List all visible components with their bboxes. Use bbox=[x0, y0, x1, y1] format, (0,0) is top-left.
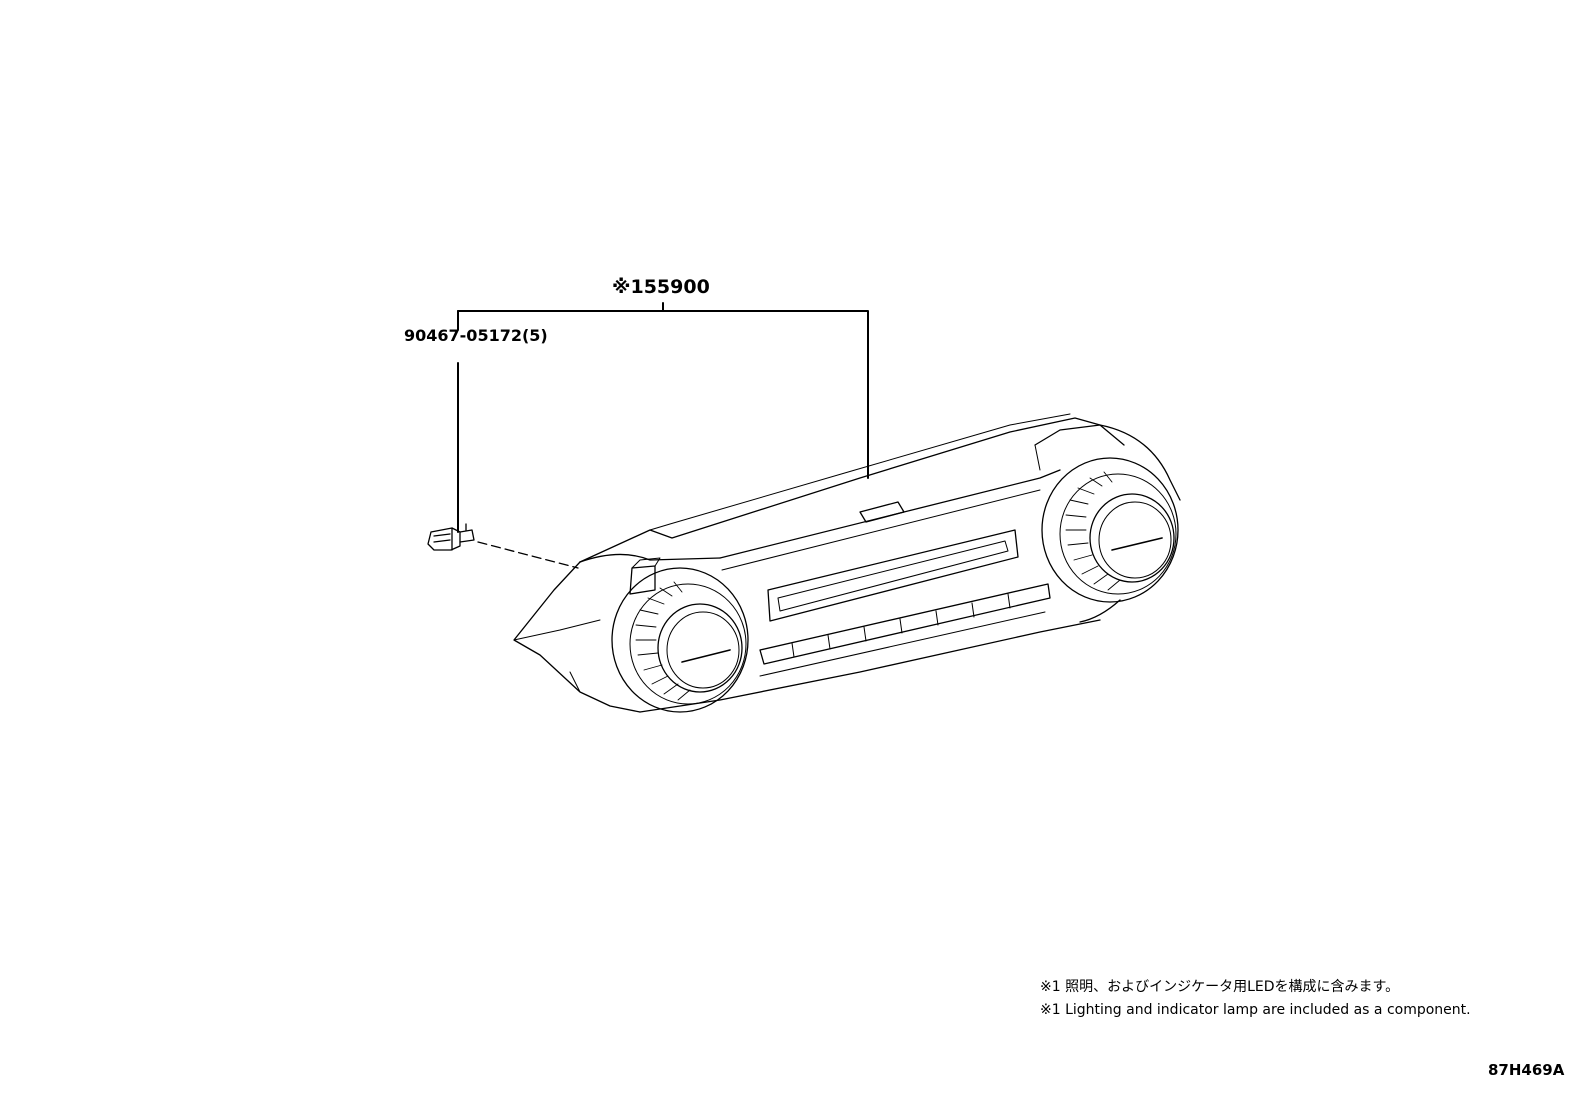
footnote-english: ※1 Lighting and indicator lamp are inclu… bbox=[1040, 1002, 1471, 1018]
climate-control-unit bbox=[513, 413, 1181, 713]
part-number-clip[interactable]: 90467-05172(5) bbox=[404, 326, 548, 345]
left-knob bbox=[611, 567, 749, 713]
footnote-japanese: ※1 照明、およびインジケータ用LEDを構成に含みます。 bbox=[1040, 979, 1400, 995]
clip-dashed-line bbox=[477, 541, 579, 569]
right-knob bbox=[1041, 457, 1179, 603]
clip-part bbox=[427, 523, 475, 551]
part-number-main-unit[interactable]: ※155900 bbox=[612, 276, 710, 298]
leader-lines bbox=[457, 302, 869, 533]
illustration-code: 87H469A bbox=[1488, 1061, 1565, 1079]
